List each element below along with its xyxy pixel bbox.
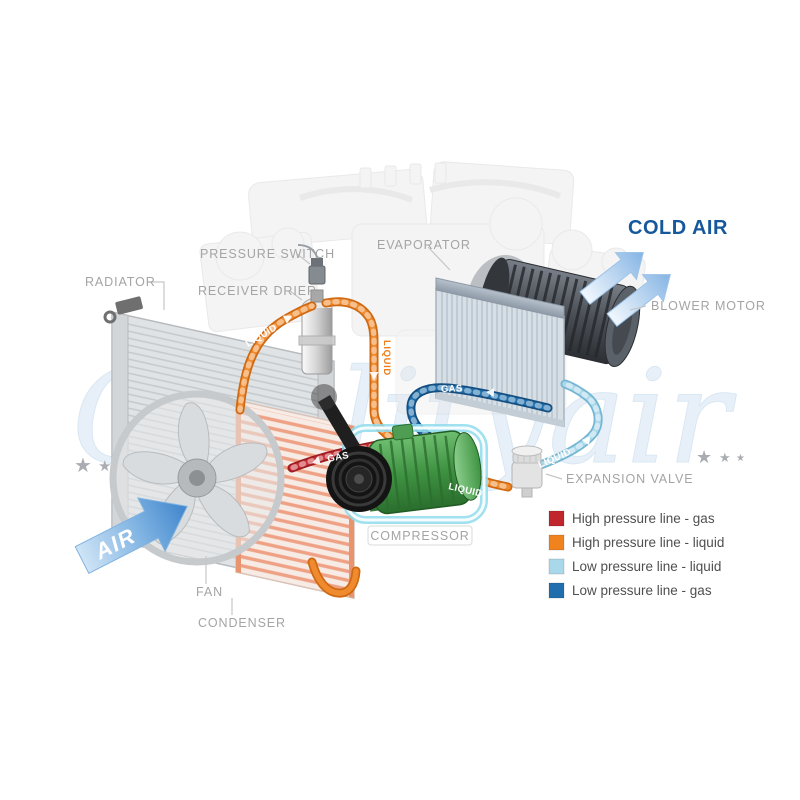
pressure-switch [297,244,326,285]
legend-swatch-lp-liquid [548,558,565,575]
pipe-label-gas: GAS [326,450,349,465]
receiver-drier-label: RECEIVER DRIER [198,284,317,298]
legend-item: Low pressure line - gas [548,582,712,599]
blower-motor-label: BLOWER MOTOR [651,299,766,313]
star-icon: ★ [736,453,745,464]
condenser-label: CONDENSER [198,616,286,630]
cold-air-arrows [579,251,671,328]
radiator-hook [103,310,117,324]
air-arrow: AIR [74,497,188,575]
compressor-label: COMPRESSOR [370,529,469,543]
cold-air-arrow [606,273,671,328]
evaporator-label: EVAPORATOR [377,238,471,252]
cold-air-arrow [579,251,644,306]
receiver-drier-bracket [298,335,336,346]
compressor-label-box [367,525,473,546]
radiator-label: RADIATOR [85,275,156,289]
legend-item: High pressure line - gas [548,510,715,527]
legend-item: High pressure line - liquid [548,534,724,551]
radiator-bracket [115,296,143,315]
legend-swatch-lp-gas [548,582,565,599]
component-labels: RADIATOR PRESSURE SWITCH RECEIVER DRIER … [85,217,766,630]
pipe-label-gas: GAS [441,383,463,395]
star-icon: ★ [719,450,731,465]
legend-label: Low pressure line - gas [572,583,712,598]
star-icon: ★ [696,447,712,467]
pressure-switch-wire [297,244,318,259]
legend-item: Low pressure line - liquid [548,558,721,575]
legend-swatch-hp-gas [548,510,565,527]
legend: High pressure line - gas High pressure l… [548,510,724,599]
lp-gas-pipe [406,383,553,442]
star-icon: ★ [98,458,111,475]
legend-label: High pressure line - liquid [572,535,724,550]
legend-label: Low pressure line - liquid [572,559,721,574]
expansion-valve-label: EXPANSION VALVE [566,472,693,486]
star-icon: ★ [74,455,92,477]
expansion-valve [511,445,543,498]
compressor-belt [318,395,360,452]
legend-swatch-hp-liquid [548,534,565,551]
cold-air-label: COLD AIR [628,217,728,239]
pressure-switch-label: PRESSURE SWITCH [200,247,335,261]
legend-label: High pressure line - gas [572,511,715,526]
compressor [311,384,488,524]
fan-label: FAN [196,585,223,599]
pipe-label-liquid: LIQUID [381,340,392,376]
lp-liquid-pipe [533,379,603,471]
